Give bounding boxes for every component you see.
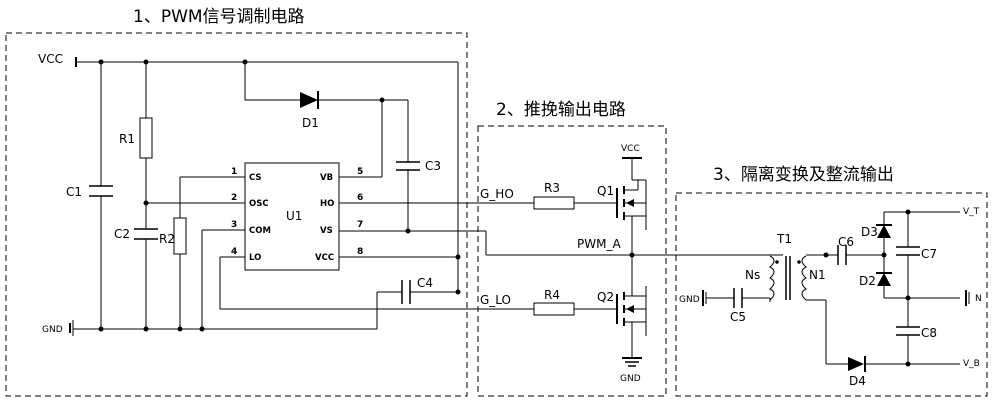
q2-label: Q2	[597, 290, 614, 304]
section3-junctions	[823, 209, 911, 367]
section1-junctions	[98, 59, 461, 332]
n-label: N	[975, 294, 982, 304]
u1-pin5-num: 5	[357, 167, 363, 177]
ns-label: Ns	[745, 268, 760, 282]
n1-coil	[801, 255, 807, 301]
q1-label: Q1	[597, 184, 614, 198]
c2-label: C2	[114, 227, 130, 241]
c6-label: C6	[838, 235, 854, 249]
d4-label: D4	[849, 374, 866, 388]
d1-diode	[300, 92, 318, 108]
section2-title: 2、推挽输出电路	[496, 100, 626, 120]
u1-pin6-name: HO	[320, 199, 334, 209]
u1-pin1-num: 1	[231, 167, 237, 177]
u1-pin8-name: VCC	[315, 253, 334, 263]
vcc-q-label: VCC	[621, 144, 640, 154]
g-lo-label: G_LO	[480, 293, 511, 307]
r4-resistor	[533, 302, 575, 316]
section2-wiring	[485, 157, 783, 367]
d4-diode	[848, 357, 864, 371]
r2-resistor	[173, 217, 187, 255]
section2-box	[477, 125, 667, 397]
section3-box	[675, 192, 988, 397]
u1-pin4-num: 4	[231, 247, 237, 257]
g-ho-label: G_HO	[480, 187, 514, 201]
n1-dot	[797, 260, 801, 264]
c5-label: C5	[730, 310, 746, 324]
section1-wiring	[69, 57, 602, 336]
r1-resistor	[139, 117, 153, 159]
u1-pin3-name: COM	[249, 226, 271, 236]
u1-pin1-name: CS	[249, 173, 262, 183]
section3-title: 3、隔离变换及整流输出	[713, 165, 894, 185]
v-t-label: V_T	[963, 207, 980, 217]
section1-box	[5, 32, 468, 397]
r4-label: R4	[544, 288, 560, 302]
c3-label: C3	[425, 159, 441, 173]
r3-resistor	[533, 196, 575, 210]
r1-label: R1	[119, 132, 135, 146]
u1-pin5-name: VB	[320, 173, 333, 183]
ns-coil	[769, 255, 775, 301]
vcc-left-label: VCC	[38, 52, 63, 66]
c7-label: C7	[921, 247, 937, 261]
u1-pin3-num: 3	[231, 220, 237, 230]
d2-label: D2	[859, 274, 876, 288]
u1-pin2-name: OSC	[249, 199, 269, 209]
r2-label: R2	[159, 232, 175, 246]
q2-arrow	[626, 305, 634, 313]
pwm-a-label: PWM_A	[577, 237, 621, 251]
pwm-a-junction	[629, 252, 635, 258]
section1-title: 1、PWM信号调制电路	[133, 7, 305, 27]
ns-dot	[775, 260, 779, 264]
u1-pin4-name: LO	[249, 253, 261, 263]
d2-diode	[877, 273, 891, 286]
c1-label: C1	[66, 185, 82, 199]
d3-diode	[877, 225, 891, 238]
r3-label: R3	[544, 181, 560, 195]
section1-caps	[89, 161, 420, 304]
u1-pin6-num: 6	[357, 193, 363, 203]
u1-pin8-num: 8	[357, 247, 363, 257]
u1-label: U1	[286, 209, 302, 223]
d3-label: D3	[861, 225, 878, 239]
n1-label: N1	[809, 268, 826, 282]
q1-arrow	[626, 199, 634, 207]
section3-caps	[733, 245, 920, 336]
d1-label: D1	[302, 116, 319, 130]
c8-label: C8	[921, 326, 937, 340]
v-b-label: V_B	[963, 359, 980, 369]
section3-wiring	[702, 211, 970, 365]
u1-pin7-name: VS	[320, 226, 333, 236]
c4-label: C4	[417, 276, 433, 290]
u1-pin2-num: 2	[231, 193, 237, 203]
gnd-left-label: GND	[42, 325, 63, 335]
t1-label: T1	[776, 232, 792, 246]
u1-pin7-num: 7	[357, 220, 363, 230]
u1-chip	[244, 162, 340, 271]
gnd-s3-label: GND	[679, 295, 700, 305]
gnd-q-label: GND	[620, 374, 641, 384]
